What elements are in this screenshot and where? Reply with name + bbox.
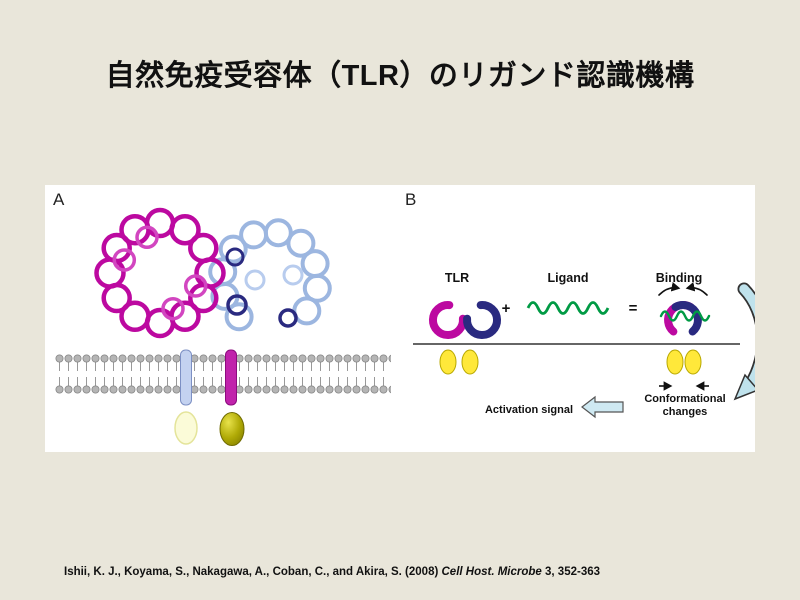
tm-helix-magenta	[225, 349, 237, 406]
plus-sign: +	[502, 300, 511, 317]
figure-panel: A	[45, 185, 770, 452]
ectodomain-ribbon-magenta	[94, 207, 226, 339]
binding-tir-oval-left	[666, 349, 684, 375]
panel-a-label: A	[53, 190, 65, 209]
activation-signal-label: Activation signal	[485, 404, 573, 416]
ligand-label: Ligand	[548, 271, 589, 285]
activation-block-arrow	[581, 395, 624, 419]
tlr-arm-navy	[463, 301, 502, 340]
ectodomain-ribbon-blue	[208, 218, 332, 332]
tm-helix-blue	[180, 349, 192, 406]
tlr-schematic	[428, 301, 502, 340]
citation-prefix: Ishii, K. J., Koyama, S., Nakagawa, A., …	[64, 566, 442, 578]
tlr-arm-magenta	[428, 301, 467, 340]
tlr-label: TLR	[445, 271, 469, 285]
slide-title: 自然免疫受容体（TLR）のリガンド認識機構	[105, 60, 695, 92]
conformational-line1: Conformational	[644, 393, 725, 405]
ribbon-navy-accents	[225, 247, 298, 328]
panel-b: B TLR Ligand Binding + =	[405, 190, 770, 419]
tlr-tir-oval-right	[461, 349, 479, 375]
tir-domain-olive	[219, 412, 245, 446]
closing-arrow-right	[685, 282, 708, 296]
curved-arrow-head	[733, 373, 760, 401]
citation: Ishii, K. J., Koyama, S., Nakagawa, A., …	[64, 566, 600, 578]
tir-domain-pale	[174, 411, 198, 445]
binding-complex	[658, 282, 711, 336]
panel-a: A	[53, 190, 391, 446]
lipid-bilayer	[55, 354, 391, 394]
conformational-line2: changes	[663, 406, 708, 418]
tlr-tir-oval-left	[439, 349, 457, 375]
closing-arrow-left	[658, 282, 681, 296]
ligand-wave	[526, 301, 610, 315]
citation-suffix: 3, 352-363	[541, 566, 601, 578]
binding-label: Binding	[656, 271, 703, 285]
binding-tir-oval-right	[684, 349, 702, 375]
bound-ligand-wave	[659, 310, 711, 322]
tlr-figure: A	[53, 190, 770, 446]
citation-journal: Cell Host. Microbe	[441, 566, 542, 578]
equals-sign: =	[629, 300, 638, 317]
panel-b-label: B	[405, 190, 416, 209]
